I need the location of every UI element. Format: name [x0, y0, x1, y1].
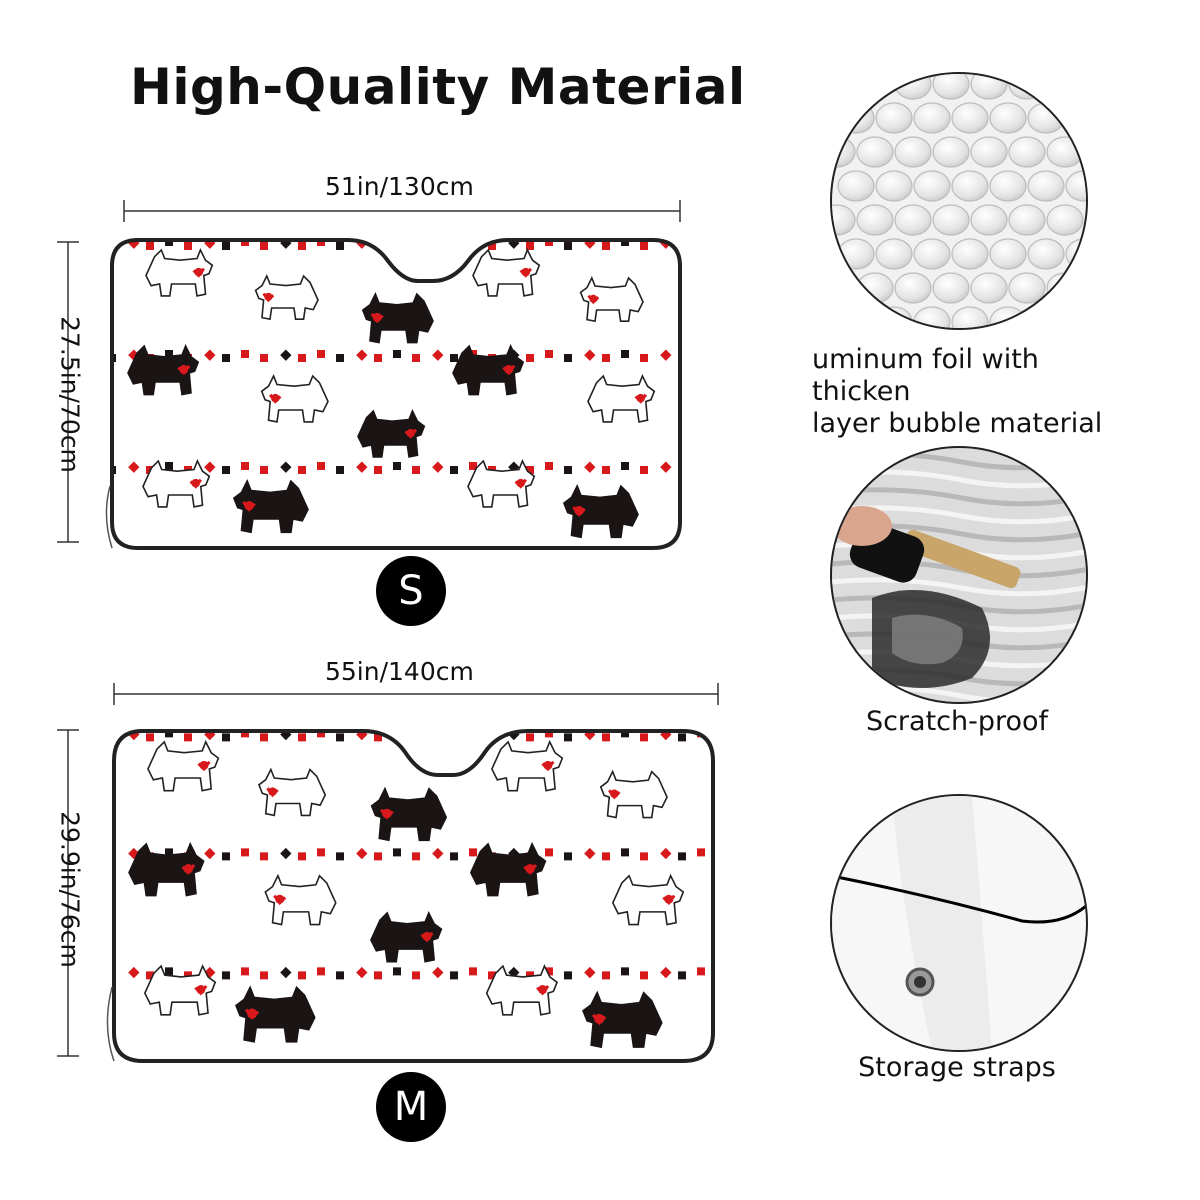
feature-caption-scratch: Scratch-proof [865, 706, 1049, 737]
white-scottie-dog-icon [579, 276, 644, 323]
black-scottie-dog-icon [562, 484, 639, 539]
white-scottie-dog-icon [254, 274, 319, 321]
black-scottie-dog-icon [361, 292, 434, 344]
key-scratch-test-icon [830, 446, 1088, 704]
storage-strap-grommet-icon [830, 794, 1088, 1052]
white-scottie-dog-icon [485, 964, 559, 1016]
white-scottie-dog-icon [264, 873, 337, 926]
white-scottie-dog-icon [142, 459, 211, 508]
black-scottie-dog-icon [127, 344, 200, 396]
size-badge-small: S [376, 556, 446, 626]
white-scottie-dog-icon [611, 873, 685, 926]
black-scottie-dog-icon [370, 786, 448, 842]
feature-caption-straps: Storage straps [858, 1052, 1056, 1083]
white-scottie-dog-icon [257, 767, 327, 817]
small-width-label: 51in/130cm [325, 172, 474, 201]
black-scottie-dog-icon [452, 344, 525, 396]
black-scottie-dog-icon [469, 841, 547, 897]
white-scottie-dog-icon [490, 739, 564, 792]
black-scottie-dog-icon [128, 841, 205, 897]
bubble-foil-texture-icon [830, 72, 1088, 330]
white-scottie-dog-icon [587, 374, 656, 423]
white-scottie-dog-icon [599, 769, 668, 819]
medium-sunshade-pattern [106, 729, 715, 1063]
white-scottie-dog-icon [260, 374, 329, 423]
white-scottie-dog-icon [143, 964, 217, 1016]
small-sunshade-pattern [105, 238, 682, 550]
black-scottie-dog-icon [582, 990, 663, 1049]
white-scottie-dog-icon [472, 248, 541, 297]
black-scottie-dog-icon [232, 479, 309, 534]
feature-caption-material-line2: layer bubble material [812, 408, 1103, 439]
black-scottie-dog-icon [357, 409, 426, 458]
feature-caption-material: uminum foil with thicken layer bubble ma… [812, 344, 1142, 440]
feature-caption-material-line1: uminum foil with thicken [812, 344, 1039, 407]
page-title: High-Quality Material [130, 58, 746, 116]
white-scottie-dog-icon [147, 739, 220, 792]
medium-width-label: 55in/140cm [325, 657, 474, 686]
black-scottie-dog-icon [370, 910, 443, 963]
medium-height-label: 29.9in/76cm [55, 811, 85, 968]
size-badge-medium: M [376, 1072, 446, 1142]
white-scottie-dog-icon [145, 248, 214, 297]
black-scottie-dog-icon [235, 985, 316, 1043]
white-scottie-dog-icon [467, 459, 536, 508]
